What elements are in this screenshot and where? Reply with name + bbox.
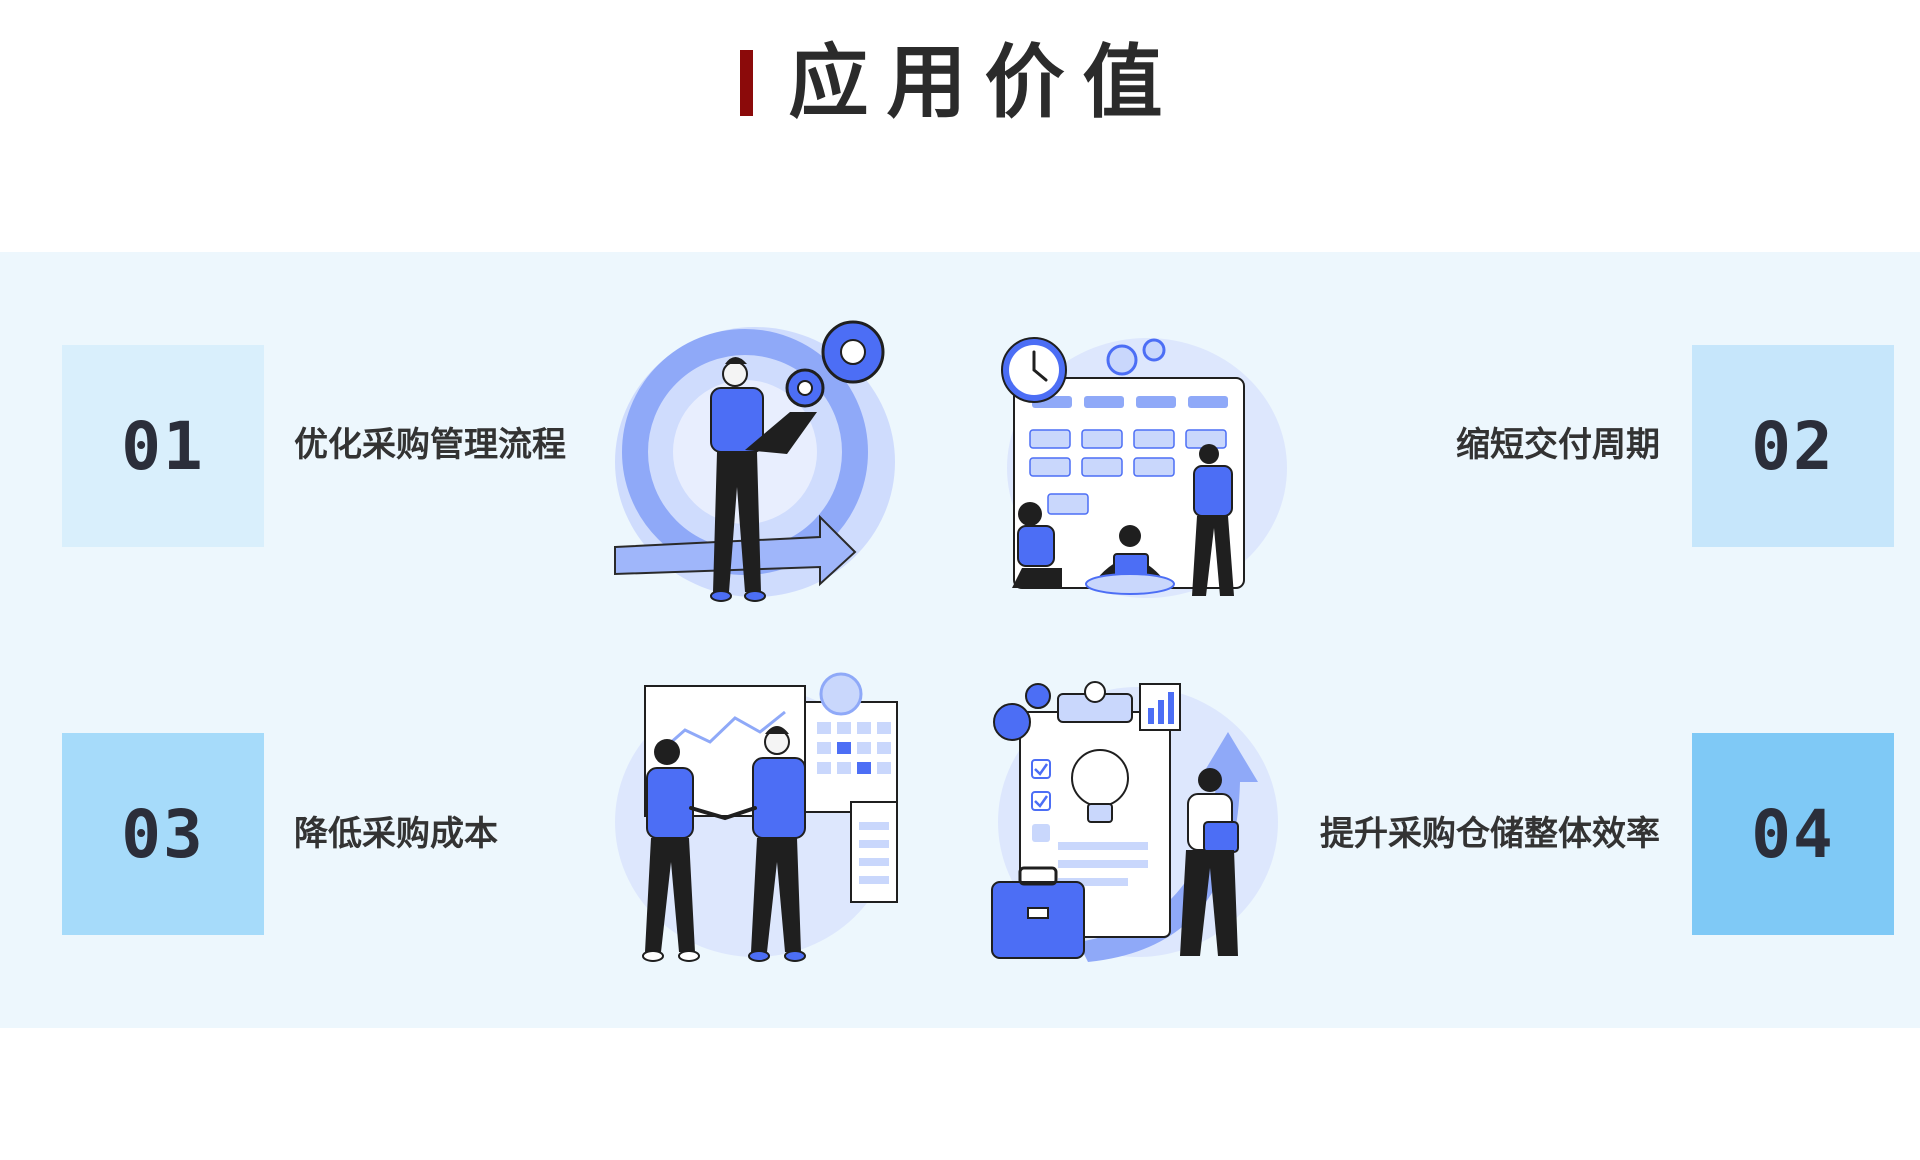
number-02: 02: [1751, 407, 1835, 485]
page-header: 应用价值: [0, 38, 1920, 128]
schedule-board-illustration: [1001, 337, 1287, 598]
cost-handshake-illustration: [615, 672, 898, 962]
number-01: 01: [121, 407, 205, 485]
content-band: [0, 252, 1920, 1028]
number-box-01: 01: [62, 345, 264, 547]
clock-icon: [1001, 337, 1067, 403]
bar-chart-icon: [1139, 683, 1181, 731]
title-accent-bar: [739, 50, 753, 116]
gear-icon: [821, 320, 885, 384]
gear-icon: [819, 672, 863, 716]
value-label-04: 提升采购仓储整体效率: [1320, 814, 1660, 854]
gear-icon: [993, 683, 1051, 741]
efficiency-growth-illustration: [991, 681, 1278, 962]
gear-icon: [785, 368, 825, 408]
value-label-03: 降低采购成本: [294, 814, 498, 854]
checkbox-icon: [1031, 759, 1051, 842]
briefcase-icon: [991, 866, 1085, 959]
number-box-04: 04: [1692, 733, 1894, 935]
value-label-02: 缩短交付周期: [1456, 425, 1660, 465]
number-box-02: 02: [1692, 345, 1894, 547]
gear-icon: [1106, 338, 1166, 376]
value-label-01: 优化采购管理流程: [294, 425, 566, 465]
page-title: 应用价值: [788, 36, 1181, 129]
number-04: 04: [1751, 795, 1835, 873]
number-03: 03: [121, 795, 205, 873]
number-box-03: 03: [62, 733, 264, 935]
lightbulb-icon: [1071, 749, 1129, 823]
process-optimization-illustration: [614, 320, 895, 602]
